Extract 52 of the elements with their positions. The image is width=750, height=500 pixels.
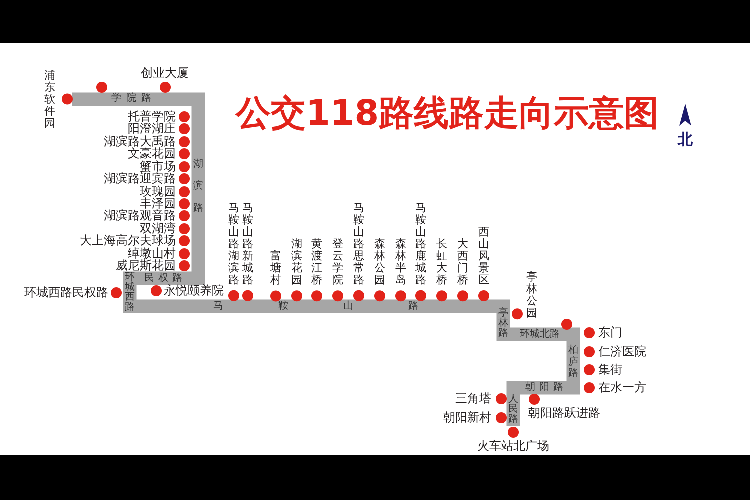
road-name-label: 民权路 — [144, 274, 186, 284]
road-name-label: 马鞍山路 — [212, 302, 474, 312]
stop-name: 阳澄湖庄 — [128, 122, 176, 136]
stop-name: 森林半岛 — [396, 238, 406, 286]
stop-name: 蟹市场 — [140, 160, 176, 174]
stop-name: 绰墩山村 — [128, 247, 176, 260]
stop-name: 丰泽园 — [140, 197, 176, 210]
stop-name: 朝阳新村 — [444, 412, 492, 424]
stop-name: 仁济医院 — [598, 346, 646, 358]
stop-name: 威尼斯花园 — [116, 260, 176, 273]
road-name-label: 柏庐路 — [568, 344, 578, 380]
stop-name: 火车站北广场 — [478, 440, 550, 452]
stop-name: 玫瑰园 — [140, 185, 176, 198]
stop-name: 朝阳路跃进路 — [528, 406, 600, 420]
stop-name: 浦东软件园 — [44, 69, 56, 130]
road-name-label: 环城北路 — [520, 330, 560, 340]
stop-name: 森林公园 — [374, 238, 386, 286]
stop-name: 湖滨路观音路 — [104, 210, 176, 223]
stop-name: 马鞍山路鹿城路 — [416, 202, 426, 286]
road-name-label: 人民路 — [508, 395, 518, 425]
stop-name: 长虹大桥 — [436, 238, 448, 286]
stop-name: 永悦颐养院 — [164, 284, 224, 298]
stop-name: 文豪花园 — [128, 148, 176, 161]
stop-name: 亭林公园 — [526, 271, 538, 320]
stop-name: 集街 — [598, 364, 622, 376]
stop-name: 登云学院 — [332, 238, 344, 286]
north-label: 北 — [678, 132, 693, 148]
stop-name: 西山风景区 — [478, 226, 490, 286]
stop-name: 大西门桥 — [458, 238, 468, 286]
stop-name: 三角塔 — [456, 392, 492, 406]
road-name-label: 亭林路 — [498, 309, 508, 339]
stop-name: 在水一方 — [598, 382, 646, 394]
diagram-title: 公交118路线路走向示意图 — [236, 97, 660, 132]
road-name-label: 环城西路 — [125, 272, 135, 312]
stop-name: 马鞍山路思常路 — [354, 202, 364, 286]
stop-name: 环城西路民权路 — [24, 286, 108, 300]
stop-name: 东门 — [598, 326, 622, 340]
road-name-label: 朝阳路 — [524, 383, 568, 393]
stop-name: 湖滨路迎宾路 — [104, 172, 176, 186]
stop-name: 湖滨路大禹路 — [104, 135, 176, 148]
stop-name: 湖滨花园 — [292, 238, 302, 286]
stop-name: 黄渡江桥 — [312, 238, 322, 286]
stop-name: 创业大厦 — [141, 66, 189, 80]
stop-name: 大上海高尔夫球场 — [80, 234, 176, 248]
road-name-label: 学院路 — [110, 94, 156, 104]
stop-name: 双湖湾 — [140, 222, 176, 236]
route-road-band — [72, 92, 580, 426]
road-name-label: 湖滨路 — [194, 158, 204, 216]
stop-name: 马鞍山路湖滨路 — [228, 202, 240, 286]
stop-name: 马鞍山路新城路 — [242, 202, 254, 286]
stop-name: 托普学院 — [128, 110, 176, 124]
stop-name: 富塘村 — [270, 250, 282, 286]
